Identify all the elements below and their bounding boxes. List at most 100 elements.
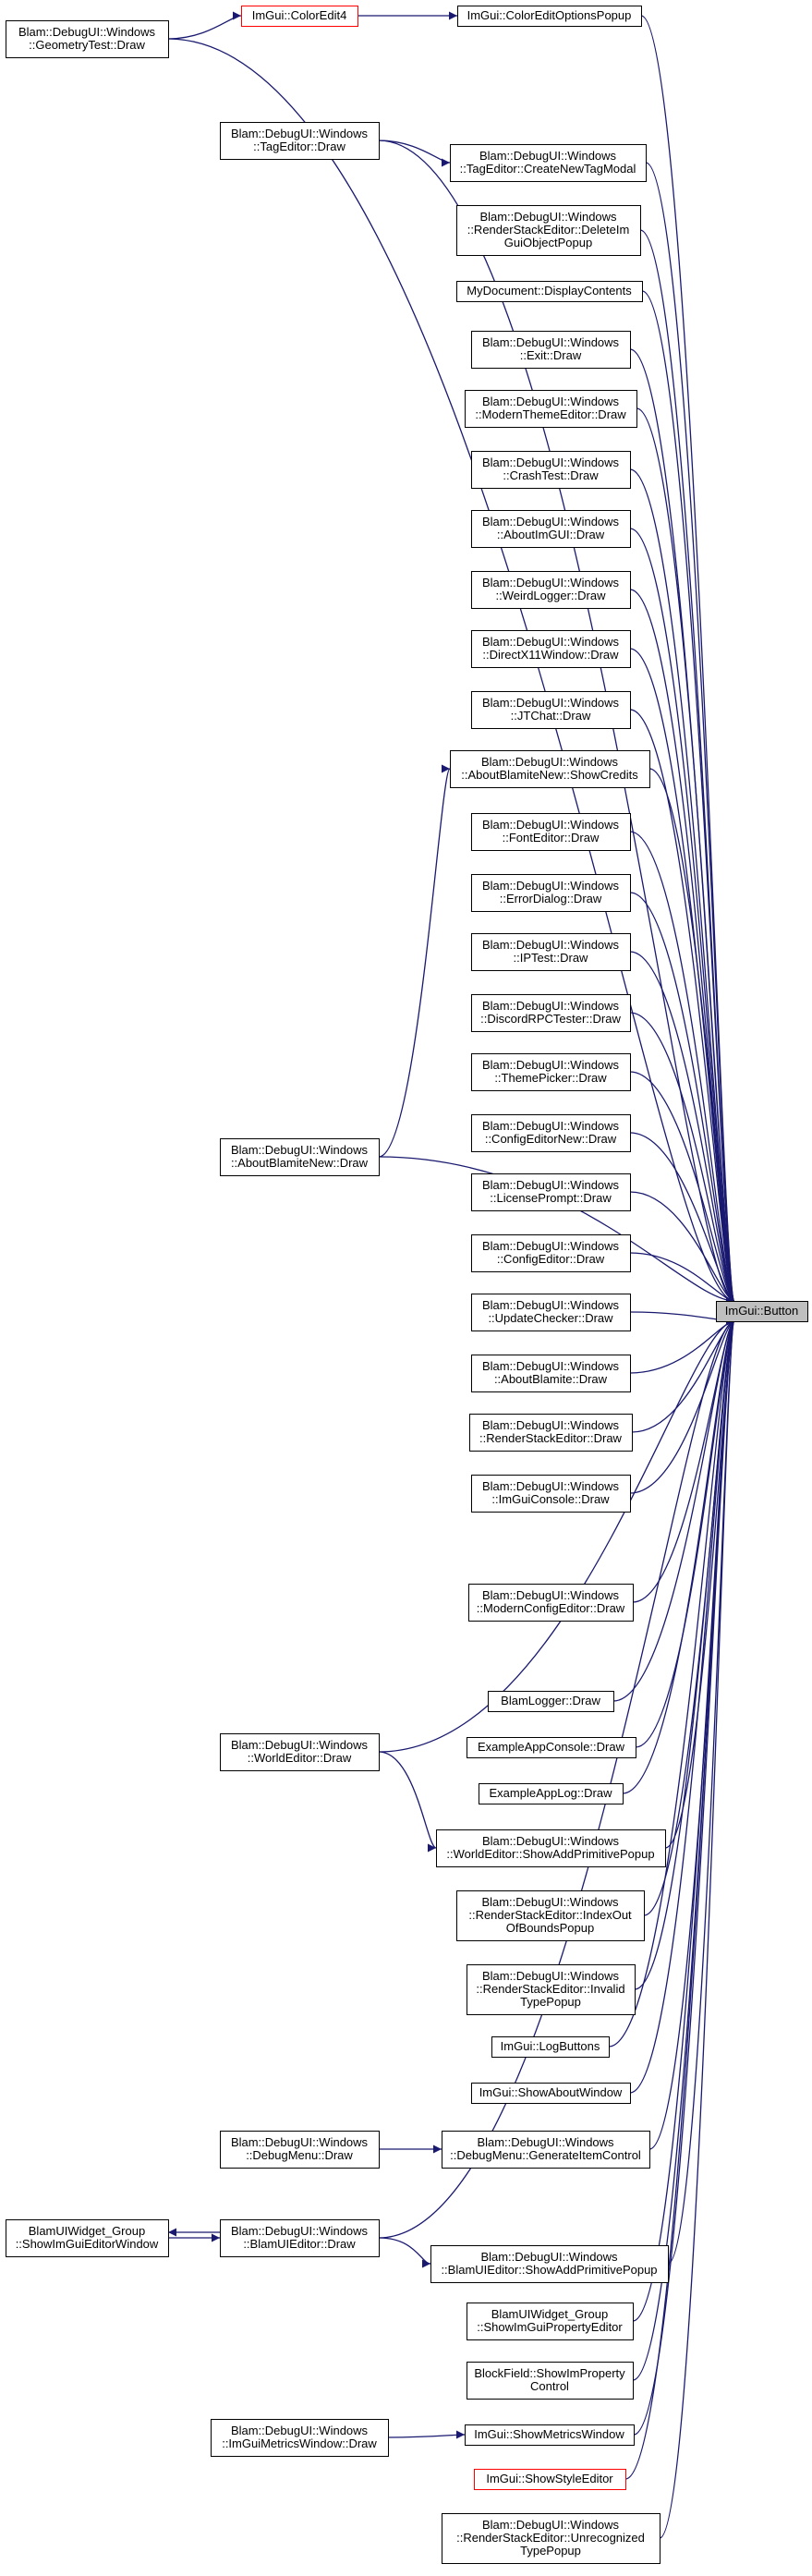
node-console[interactable]: Blam::DebugUI::Windows::ImGuiConsole::Dr… <box>471 1475 631 1513</box>
node-widgetprop[interactable]: BlamUIWidget_Group::ShowImGuiPropertyEdi… <box>467 2303 634 2340</box>
node-box[interactable] <box>456 1890 645 1941</box>
node-showmetrics[interactable]: ImGui::ShowMetricsWindow <box>465 2424 635 2446</box>
node-rsdraw[interactable]: Blam::DebugUI::Windows::RenderStackEdito… <box>469 1414 633 1452</box>
node-exconsole[interactable]: ExampleAppConsole::Draw <box>467 1737 636 1758</box>
node-box[interactable] <box>220 1138 380 1176</box>
node-box[interactable] <box>471 510 631 548</box>
node-font[interactable]: Blam::DebugUI::Windows::FontEditor::Draw <box>471 813 631 851</box>
node-box[interactable] <box>450 144 647 182</box>
node-box[interactable] <box>471 933 631 971</box>
node-box[interactable] <box>474 2469 626 2490</box>
node-geom[interactable]: Blam::DebugUI::Windows::GeometryTest::Dr… <box>6 20 169 58</box>
node-rsdelete[interactable]: Blam::DebugUI::Windows::RenderStackEdito… <box>456 205 641 256</box>
node-box[interactable] <box>471 994 631 1032</box>
node-box[interactable] <box>456 205 641 256</box>
node-logbuttons[interactable]: ImGui::LogButtons <box>491 2036 610 2058</box>
node-box[interactable] <box>488 1691 614 1712</box>
node-box[interactable] <box>471 451 631 489</box>
node-box[interactable] <box>465 2424 635 2446</box>
node-error[interactable]: Blam::DebugUI::Windows::ErrorDialog::Dra… <box>471 874 631 912</box>
node-box[interactable] <box>471 2083 631 2104</box>
node-box[interactable] <box>469 1414 633 1452</box>
node-exit[interactable]: Blam::DebugUI::Windows::Exit::Draw <box>471 331 631 369</box>
node-box[interactable] <box>471 1355 631 1392</box>
node-configed[interactable]: Blam::DebugUI::Windows::ConfigEditor::Dr… <box>471 1234 631 1272</box>
node-box[interactable] <box>442 2513 661 2564</box>
node-box[interactable] <box>471 571 631 609</box>
node-box[interactable] <box>220 2219 380 2257</box>
node-box[interactable] <box>220 1733 380 1771</box>
node-box[interactable] <box>220 122 380 160</box>
node-box[interactable] <box>457 6 642 27</box>
node-box[interactable] <box>471 691 631 729</box>
node-aboutblamite[interactable]: Blam::DebugUI::Windows::AboutBlamite::Dr… <box>471 1355 631 1392</box>
node-box[interactable] <box>471 1234 631 1272</box>
node-discord[interactable]: Blam::DebugUI::Windows::DiscordRPCTester… <box>471 994 631 1032</box>
node-jtchat[interactable]: Blam::DebugUI::Windows::JTChat::Draw <box>471 691 631 729</box>
node-debugmenu[interactable]: Blam::DebugUI::Windows::DebugMenu::Draw <box>220 2131 380 2169</box>
node-box[interactable] <box>468 1584 634 1622</box>
node-themepicker[interactable]: Blam::DebugUI::Windows::ThemePicker::Dra… <box>471 1053 631 1091</box>
node-box[interactable] <box>471 1053 631 1091</box>
node-uieditor[interactable]: Blam::DebugUI::Windows::BlamUIEditor::Dr… <box>220 2219 380 2257</box>
node-box[interactable] <box>241 6 358 27</box>
node-box[interactable] <box>471 874 631 912</box>
node-aboutimgui[interactable]: Blam::DebugUI::Windows::AboutImGUI::Draw <box>471 510 631 548</box>
node-showabout[interactable]: ImGui::ShowAboutWindow <box>471 2083 631 2104</box>
node-widgetgroup[interactable]: BlamUIWidget_Group::ShowImGuiEditorWindo… <box>6 2219 169 2257</box>
node-box[interactable] <box>430 2245 669 2283</box>
node-box[interactable] <box>465 390 637 428</box>
node-box[interactable] <box>211 2419 389 2457</box>
node-button[interactable]: ImGui::Button <box>716 1301 808 1322</box>
node-createtag[interactable]: Blam::DebugUI::Windows::TagEditor::Creat… <box>450 144 647 182</box>
node-box[interactable] <box>450 750 650 788</box>
node-confignew[interactable]: Blam::DebugUI::Windows::ConfigEditorNew:… <box>471 1114 631 1152</box>
node-metricswin[interactable]: Blam::DebugUI::Windows::ImGuiMetricsWind… <box>211 2419 389 2457</box>
node-rsindex[interactable]: Blam::DebugUI::Windows::RenderStackEdito… <box>456 1890 645 1941</box>
node-box[interactable] <box>471 630 631 668</box>
node-rsunrec[interactable]: Blam::DebugUI::Windows::RenderStackEdito… <box>442 2513 661 2564</box>
node-uiprim[interactable]: Blam::DebugUI::Windows::BlamUIEditor::Sh… <box>430 2245 669 2283</box>
node-crash[interactable]: Blam::DebugUI::Windows::CrashTest::Draw <box>471 451 631 489</box>
node-mydoc[interactable]: MyDocument::DisplayContents <box>456 281 643 302</box>
node-box[interactable] <box>442 2131 650 2169</box>
node-weird[interactable]: Blam::DebugUI::Windows::WeirdLogger::Dra… <box>471 571 631 609</box>
node-box[interactable] <box>467 1737 636 1758</box>
node-box[interactable] <box>471 1475 631 1513</box>
node-logger[interactable]: BlamLogger::Draw <box>488 1691 614 1712</box>
node-box[interactable] <box>436 1829 666 1867</box>
node-rsinvalid[interactable]: Blam::DebugUI::Windows::RenderStackEdito… <box>467 1964 636 2015</box>
node-coloreditopts[interactable]: ImGui::ColorEditOptionsPopup <box>457 6 642 27</box>
node-box[interactable] <box>471 1173 631 1211</box>
node-box[interactable] <box>220 2131 380 2169</box>
node-license[interactable]: Blam::DebugUI::Windows::LicensePrompt::D… <box>471 1173 631 1211</box>
node-box[interactable] <box>491 2036 610 2058</box>
node-box[interactable] <box>467 2303 634 2340</box>
node-aboutnew[interactable]: Blam::DebugUI::Windows::AboutBlamiteNew:… <box>220 1138 380 1176</box>
node-exlog[interactable]: ExampleAppLog::Draw <box>479 1783 624 1804</box>
node-box[interactable] <box>471 331 631 369</box>
node-update[interactable]: Blam::DebugUI::Windows::UpdateChecker::D… <box>471 1294 631 1331</box>
node-box[interactable] <box>6 2219 169 2257</box>
node-coloredit4[interactable]: ImGui::ColorEdit4 <box>241 6 358 27</box>
node-iptest[interactable]: Blam::DebugUI::Windows::IPTest::Draw <box>471 933 631 971</box>
node-box[interactable] <box>716 1301 808 1322</box>
node-box[interactable] <box>467 1964 636 2015</box>
node-box[interactable] <box>479 1783 624 1804</box>
node-box[interactable] <box>471 1114 631 1152</box>
node-modtheme[interactable]: Blam::DebugUI::Windows::ModernThemeEdito… <box>465 390 637 428</box>
node-box[interactable] <box>6 20 169 58</box>
node-genitem[interactable]: Blam::DebugUI::Windows::DebugMenu::Gener… <box>442 2131 650 2169</box>
node-box[interactable] <box>456 281 643 302</box>
node-styleeditor[interactable]: ImGui::ShowStyleEditor <box>474 2469 626 2490</box>
node-modconfig[interactable]: Blam::DebugUI::Windows::ModernConfigEdit… <box>468 1584 634 1622</box>
node-world[interactable]: Blam::DebugUI::Windows::WorldEditor::Dra… <box>220 1733 380 1771</box>
node-box[interactable] <box>471 1294 631 1331</box>
node-box[interactable] <box>471 813 631 851</box>
node-credits[interactable]: Blam::DebugUI::Windows::AboutBlamiteNew:… <box>450 750 650 788</box>
node-tageditor[interactable]: Blam::DebugUI::Windows::TagEditor::Draw <box>220 122 380 160</box>
node-dx11[interactable]: Blam::DebugUI::Windows::DirectX11Window:… <box>471 630 631 668</box>
node-worldprim[interactable]: Blam::DebugUI::Windows::WorldEditor::Sho… <box>436 1829 666 1867</box>
node-box[interactable] <box>467 2362 634 2400</box>
